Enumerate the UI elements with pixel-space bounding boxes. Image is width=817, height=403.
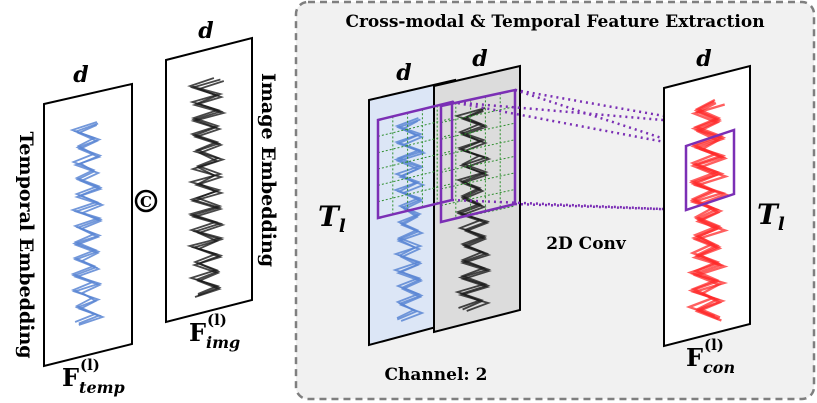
conv-output-window: [684, 128, 736, 212]
box-title: Cross-modal & Temporal Feature Extractio…: [345, 12, 764, 32]
image-waveform: [186, 77, 228, 298]
f-con-label: Fcon: [686, 343, 735, 377]
concat-symbol-letter: C: [140, 193, 152, 211]
fused-waveform: [685, 98, 730, 322]
temporal-embedding-label: Temporal Embedding: [15, 131, 37, 358]
image-embedding-panel: [165, 36, 253, 324]
temporal-embedding-panel: [43, 82, 133, 368]
image-channel-waveform: [453, 107, 492, 312]
f-temp-label: Ftemp: [62, 363, 125, 397]
image-embedding-label: Image Embedding: [257, 73, 279, 267]
f-img-label: Fimg: [189, 318, 240, 352]
t-right-label: Tl: [757, 198, 785, 235]
temporal-channel-waveform: [392, 117, 427, 322]
temporal-d-label: d: [73, 62, 88, 88]
temporal-waveform: [69, 121, 106, 326]
channel1-d-label: d: [396, 60, 411, 86]
f-con-superscript: (l): [704, 336, 724, 354]
channel-label: Channel: 2: [385, 365, 488, 385]
image-d-label: d: [198, 18, 213, 44]
projection-lines: [451, 88, 711, 212]
concat-symbol: [134, 189, 158, 213]
fused-d-label: d: [696, 46, 711, 72]
conv-label: 2D Conv: [546, 234, 627, 254]
f-img-superscript: (l): [207, 311, 227, 329]
t-left-label: Tl: [318, 200, 346, 237]
channel2-d-label: d: [472, 46, 487, 72]
f-temp-superscript: (l): [80, 356, 100, 374]
